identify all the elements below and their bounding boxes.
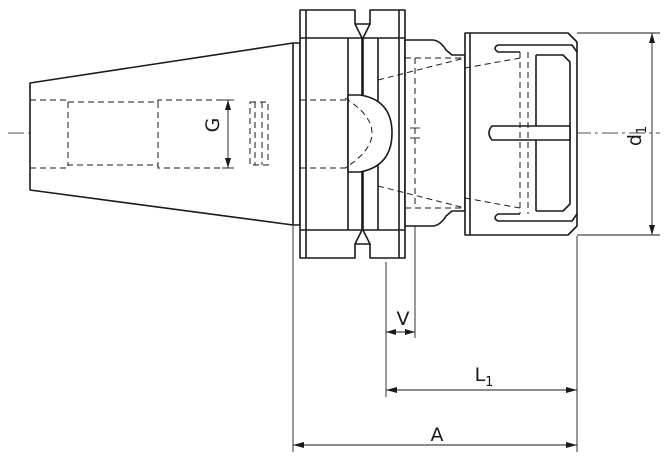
collet-nut: [464, 32, 578, 236]
dimension-label-g: G: [202, 118, 224, 133]
pull-stud-end: [300, 94, 393, 173]
dimension-g: G: [202, 99, 234, 169]
extension-lines: [292, 226, 578, 452]
dimension-a: A: [293, 424, 577, 448]
dimension-label-v: V: [397, 308, 410, 330]
dimension-l1: L1: [386, 364, 577, 393]
dimension-d1: d1: [577, 32, 660, 236]
dimension-v: V: [386, 308, 415, 335]
dimension-label-a: A: [431, 424, 444, 446]
dimension-label-d1: d1: [624, 126, 650, 146]
taper-shank: [29, 42, 301, 226]
dimension-label-l1: L1: [475, 364, 494, 390]
